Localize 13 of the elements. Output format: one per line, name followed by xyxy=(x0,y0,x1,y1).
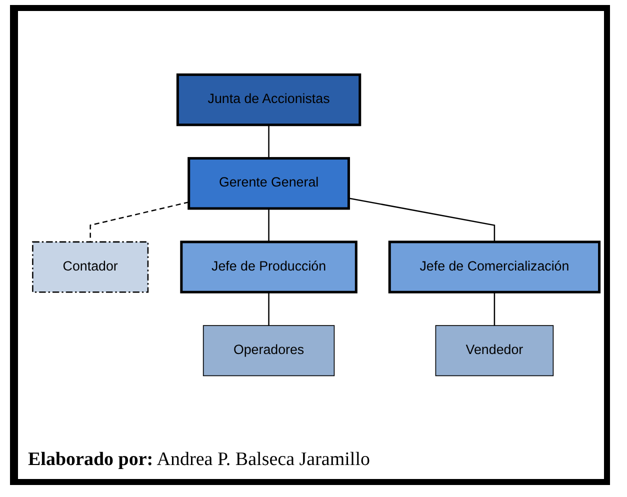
node-box: Vendedor xyxy=(435,324,554,376)
node-box: Contador xyxy=(32,241,149,293)
node-box: Junta de Accionistas xyxy=(176,73,362,126)
node-box: Operadores xyxy=(202,324,335,376)
caption: Elaborado por: Andrea P. Balseca Jaramillo xyxy=(28,449,370,471)
node-box: Jefe de Producción xyxy=(180,240,358,294)
connector xyxy=(268,208,270,242)
connector xyxy=(494,292,496,326)
node-box: Jefe de Comercialización xyxy=(388,240,601,294)
connector xyxy=(268,292,270,326)
connector xyxy=(348,197,496,242)
connector xyxy=(268,124,270,158)
node-box: Gerente General xyxy=(188,156,350,210)
